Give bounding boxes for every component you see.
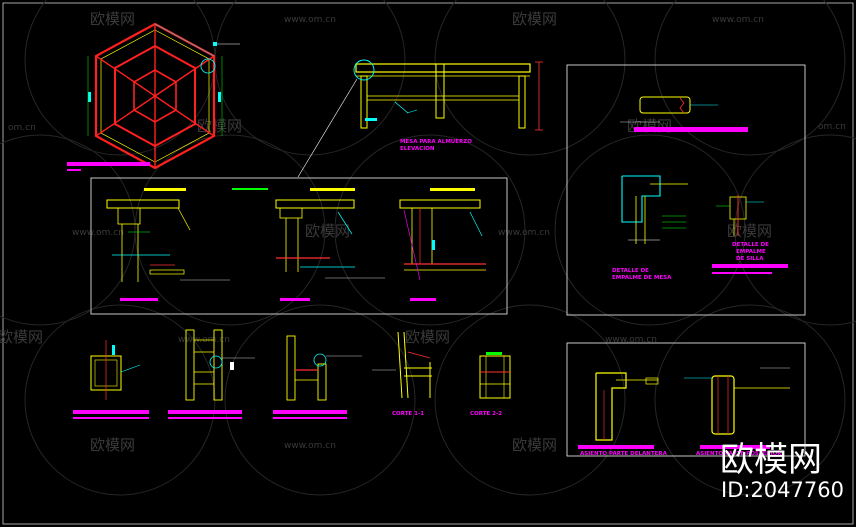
mesa-elevation-title: MESA PARA ALMUERZO	[400, 139, 472, 145]
watermark-url: www.om.cn	[712, 15, 764, 25]
empalme-detail-panel: DETALLE DE EMPALME DE MESA DETALLE DE EM…	[566, 64, 806, 316]
watermark-url: www.om.cn	[605, 335, 657, 345]
table-elevation: MESA PARA ALMUERZO ELEVACION	[297, 59, 543, 178]
watermark-brand: 欧模网	[305, 222, 350, 240]
mesa-elevation-subtitle: ELEVACION	[400, 146, 435, 152]
watermark-url: www.om.cn	[72, 228, 124, 238]
empalme-title-1: DETALLE DE	[612, 268, 649, 274]
watermark-brand: 欧模网	[197, 117, 242, 135]
watermark-brand: 欧模网	[512, 10, 557, 28]
watermark-url: om.cn	[818, 122, 846, 132]
watermark-brand: 欧模网	[627, 117, 672, 135]
silla-title-2: EMPALME	[736, 249, 766, 255]
asiento-detail-panel: ASIENTO PARTE DELANTERA ASIENTO PARTE PO…	[566, 342, 806, 457]
watermark-url: www.om.cn	[284, 441, 336, 451]
watermark-pattern	[0, 0, 856, 496]
watermark-brand: 欧模网	[512, 436, 557, 454]
corte-1-label: CORTE 1-1	[392, 411, 424, 417]
watermark-brand: 欧模网	[0, 328, 43, 346]
watermark-texts: 欧模网 www.om.cn 欧模网 www.om.cn om.cn 欧模网 欧模…	[0, 10, 846, 454]
watermark-brand: 欧模网	[90, 436, 135, 454]
watermark-url: www.om.cn	[284, 15, 336, 25]
silla-title-3: DE SILLA	[736, 256, 764, 262]
corte-2-label: CORTE 2-2	[470, 411, 502, 417]
watermark-url: om.cn	[8, 123, 36, 133]
watermark-url: www.om.cn	[498, 228, 550, 238]
asiento-label-2: ASIENTO PARTE POSTERIOR	[696, 451, 782, 457]
hexagon-table-plan	[67, 22, 240, 171]
chair-views: CORTE 1-1 CORTE 2-2	[73, 329, 511, 419]
empalme-title-2: EMPALME DE MESA	[612, 275, 672, 281]
detail-sections-panel	[90, 177, 508, 315]
stamp-brand: 欧模网	[720, 440, 822, 480]
watermark-stamp: 欧模网 ID:2047760	[720, 440, 844, 502]
silla-title-1: DETALLE DE	[732, 242, 769, 248]
watermark-brand: 欧模网	[405, 328, 450, 346]
stamp-id: ID:2047760	[721, 478, 844, 502]
asiento-label: ASIENTO PARTE DELANTERA	[580, 451, 668, 457]
watermark-brand: 欧模网	[90, 10, 135, 28]
